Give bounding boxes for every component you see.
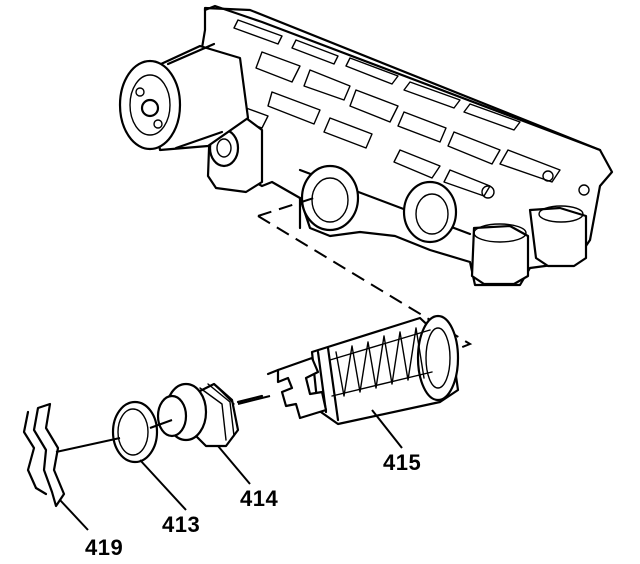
o-ring-413 — [111, 400, 159, 464]
assembly-path-line — [257, 195, 473, 351]
callout-414: 414 — [240, 486, 279, 511]
valve-body-housing — [194, 4, 614, 287]
solenoid-assembly — [118, 42, 250, 152]
callout-413: 413 — [162, 512, 201, 537]
leader-413 — [139, 459, 187, 511]
valve-spring-cage-415 — [266, 314, 460, 426]
callout-419: 419 — [85, 535, 124, 560]
leader-415 — [371, 409, 403, 449]
callout-415: 415 — [383, 450, 422, 475]
leader-414 — [217, 445, 251, 485]
assembly-axis-line — [55, 395, 271, 453]
leader-419 — [59, 499, 89, 531]
retaining-clip-419 — [22, 402, 66, 508]
valve-plug-414 — [156, 382, 264, 448]
